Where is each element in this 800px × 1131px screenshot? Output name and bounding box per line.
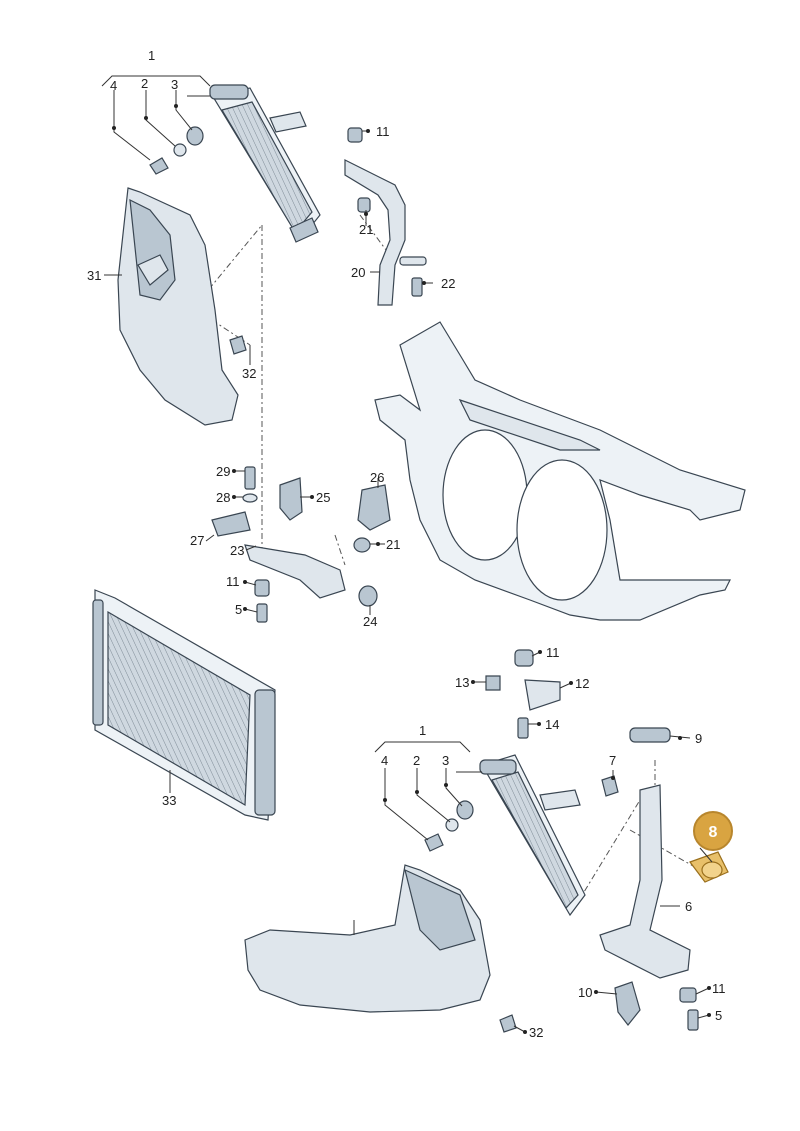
callout-20: 20 xyxy=(351,265,365,280)
callout-1-bottom: 1 xyxy=(419,723,426,738)
callout-labels: 1 2 3 4 11 21 20 22 31 32 29 28 25 27 23… xyxy=(87,48,726,1040)
intercooler-lower xyxy=(479,754,586,917)
callout-1-top: 1 xyxy=(148,48,155,63)
callout-26: 26 xyxy=(370,470,384,485)
lock-carrier xyxy=(374,321,746,621)
callout-14: 14 xyxy=(545,717,559,732)
air-duct-upper xyxy=(117,187,239,426)
callout-24: 24 xyxy=(363,614,377,629)
callout-3-top: 3 xyxy=(171,77,178,92)
callout-21-a: 21 xyxy=(359,222,373,237)
callout-27: 27 xyxy=(190,533,204,548)
callout-2-bottom: 2 xyxy=(413,753,420,768)
hardware-upper xyxy=(149,126,204,175)
radiator xyxy=(92,589,276,821)
callout-3-bottom: 3 xyxy=(442,753,449,768)
callout-2-top: 2 xyxy=(141,76,148,91)
callout-10: 10 xyxy=(578,985,592,1000)
callout-11-a: 11 xyxy=(376,124,390,139)
highlight-badge-8[interactable]: 8 xyxy=(693,811,733,851)
callout-11-c: 11 xyxy=(546,645,560,660)
intercooler-upper xyxy=(209,84,321,243)
bracket-12-assembly xyxy=(485,649,561,739)
callout-5-a: 5 xyxy=(235,602,242,617)
callout-11-d: 11 xyxy=(712,981,726,996)
callout-28: 28 xyxy=(216,490,230,505)
bracket-20 xyxy=(344,127,427,306)
air-duct-lower xyxy=(244,864,517,1033)
callout-7: 7 xyxy=(609,753,616,768)
callout-6: 6 xyxy=(685,899,692,914)
leader-dots xyxy=(112,104,711,1034)
callout-33: 33 xyxy=(162,793,176,808)
hardware-lower xyxy=(424,800,474,852)
callout-13: 13 xyxy=(455,675,469,690)
callout-23: 23 xyxy=(230,543,244,558)
bracket-6 xyxy=(599,727,699,1031)
callout-22: 22 xyxy=(441,276,455,291)
callout-29: 29 xyxy=(216,464,230,479)
callout-25: 25 xyxy=(316,490,330,505)
callout-12: 12 xyxy=(575,676,589,691)
callout-21-b: 21 xyxy=(386,537,400,552)
highlight-badge-label: 8 xyxy=(709,824,718,841)
callout-11-b: 11 xyxy=(226,574,240,589)
callout-9: 9 xyxy=(695,731,702,746)
callout-4-top: 4 xyxy=(110,78,117,93)
highlighted-clip-8 xyxy=(689,851,729,883)
callout-32-b: 32 xyxy=(529,1025,543,1040)
callout-5-b: 5 xyxy=(715,1008,722,1023)
callout-32-a: 32 xyxy=(242,366,256,381)
screw-32-upper xyxy=(229,335,247,355)
callout-31: 31 xyxy=(87,268,101,283)
callout-4-bottom: 4 xyxy=(381,753,388,768)
mount-assembly-middle xyxy=(211,466,391,623)
